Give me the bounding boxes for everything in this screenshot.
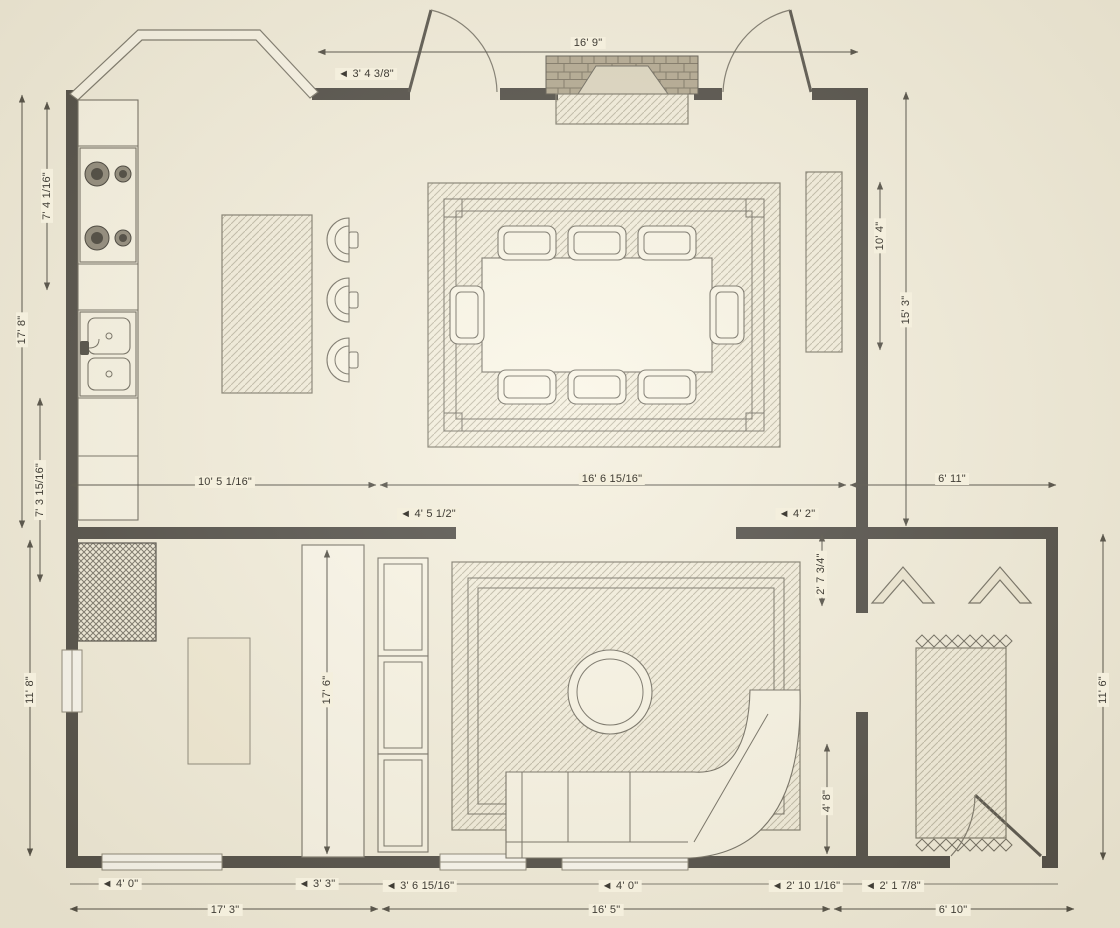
living-room (377, 557, 801, 859)
shelf-unit (377, 655, 429, 755)
bar-stool (326, 277, 359, 323)
dining-table (481, 257, 713, 373)
dining-chair (567, 369, 627, 405)
dining-chair (637, 225, 697, 261)
kitchen (77, 99, 359, 521)
side-table (187, 637, 251, 765)
faucet (80, 341, 89, 355)
shelf-unit (377, 557, 429, 657)
cabinet (77, 542, 157, 642)
double-sink (79, 311, 137, 397)
dining-room (427, 171, 843, 448)
shelf-unit (377, 753, 429, 853)
dining-chair (709, 285, 745, 345)
fireplace (545, 55, 699, 125)
hearth (555, 93, 689, 125)
dining-chair (637, 369, 697, 405)
entry (870, 566, 1033, 852)
dining-chair (497, 225, 557, 261)
chevron-symbol (967, 566, 1033, 604)
kitchen-island (221, 214, 313, 394)
walls (66, 29, 1058, 868)
sectional-sofa (505, 689, 801, 859)
sideboard (805, 171, 843, 353)
dining-chair (497, 369, 557, 405)
bar-stool (326, 337, 359, 383)
lower-left-room (77, 542, 251, 765)
bay-window-wall (69, 29, 319, 101)
door-leaf (407, 9, 433, 93)
door-top-left (407, 9, 498, 93)
stove (79, 147, 137, 263)
entry-rug (915, 647, 1007, 839)
door-swing-arc (722, 9, 791, 93)
bar-stool (326, 217, 359, 263)
coffee-table (567, 649, 653, 735)
door-leaf (788, 9, 813, 93)
chevron-symbol (870, 566, 936, 604)
hall-partition-wall (301, 544, 365, 858)
dining-chair (567, 225, 627, 261)
rug-fringe (915, 838, 1013, 852)
door-swing-arc (430, 9, 498, 93)
door-top-right (722, 9, 813, 93)
rug-fringe (915, 634, 1013, 648)
dining-chair (449, 285, 485, 345)
